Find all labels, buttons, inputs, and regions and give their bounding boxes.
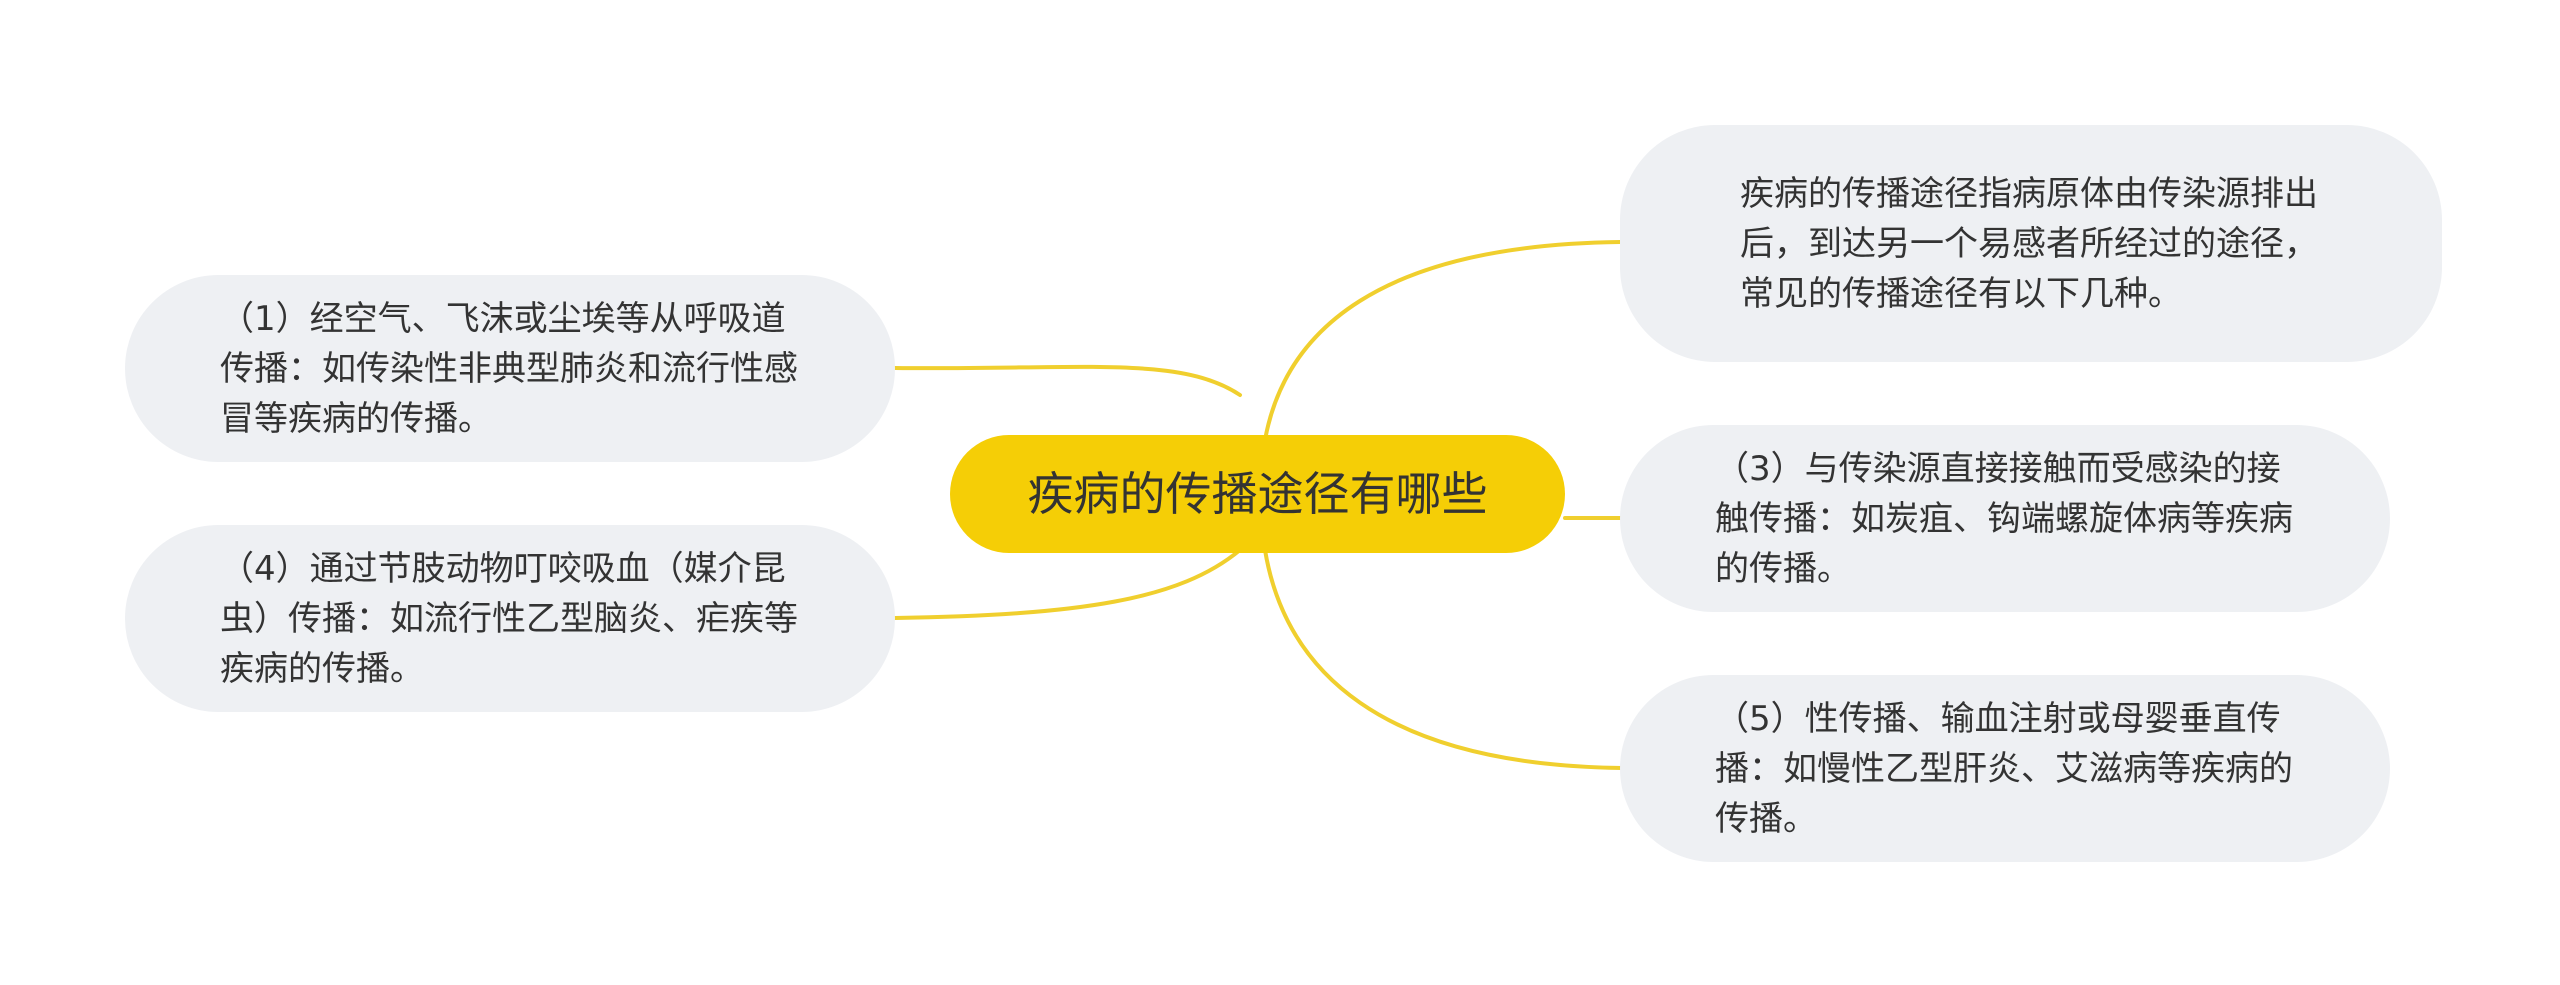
branch-node-left-1[interactable]: （1）经空气、飞沫或尘埃等从呼吸道传播：如传染性非典型肺炎和流行性感冒等疾病的传… [125, 275, 895, 462]
center-node[interactable]: 疾病的传播途径有哪些 [950, 435, 1565, 553]
center-node-title: 疾病的传播途径有哪些 [1027, 467, 1488, 521]
connector-center-to-left-1 [893, 364, 1242, 397]
branch-node-left-2[interactable]: （4）通过节肢动物叮咬吸血（媒介昆虫）传播：如流行性乙型脑炎、疟疾等疾病的传播。 [125, 525, 895, 712]
branch-right-3-text: （5）性传播、输血注射或母婴垂直传播：如慢性乙型肝炎、艾滋病等疾病的传播。 [1715, 698, 2293, 839]
connector-center-to-right-1 [1263, 240, 1622, 442]
branch-node-right-2[interactable]: （3）与传染源直接接触而受感染的接触传播：如炭疽、钩端螺旋体病等疾病的传播。 [1620, 425, 2390, 612]
branch-node-right-3[interactable]: （5）性传播、输血注射或母婴垂直传播：如慢性乙型肝炎、艾滋病等疾病的传播。 [1620, 675, 2390, 862]
branch-left-2-text: （4）通过节肢动物叮咬吸血（媒介昆虫）传播：如流行性乙型脑炎、疟疾等疾病的传播。 [220, 548, 798, 689]
connector-center-to-right-3 [1263, 548, 1624, 770]
branch-right-2-text: （3）与传染源直接接触而受感染的接触传播：如炭疽、钩端螺旋体病等疾病的传播。 [1715, 448, 2293, 589]
branch-right-1-text: 疾病的传播途径指病原体由传染源排出后，到达另一个易感者所经过的途径，常见的传播途… [1740, 173, 2318, 314]
branch-node-right-1[interactable]: 疾病的传播途径指病原体由传染源排出后，到达另一个易感者所经过的途径，常见的传播途… [1620, 125, 2442, 362]
connector-center-to-left-2 [893, 548, 1242, 620]
branch-left-1-text: （1）经空气、飞沫或尘埃等从呼吸道传播：如传染性非典型肺炎和流行性感冒等疾病的传… [220, 298, 798, 439]
